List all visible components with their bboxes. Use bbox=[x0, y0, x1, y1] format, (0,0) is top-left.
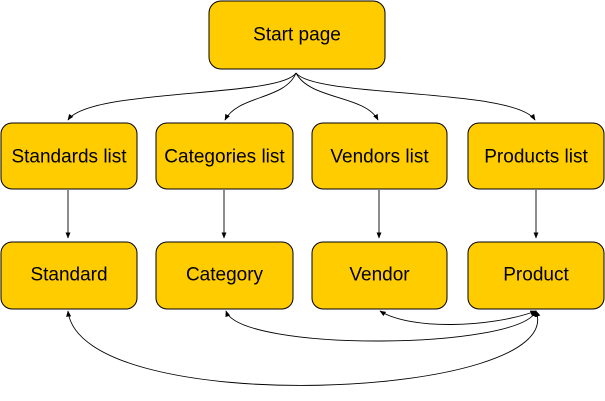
node-label: Vendors list bbox=[330, 147, 429, 168]
node-product: Product bbox=[467, 241, 605, 310]
edge-product-standard bbox=[66, 310, 541, 386]
node-standards-list: Standards list bbox=[0, 122, 138, 190]
node-start-page: Start page bbox=[208, 0, 386, 70]
node-category: Category bbox=[155, 241, 294, 310]
node-vendor: Vendor bbox=[311, 241, 448, 310]
edges bbox=[65, 72, 541, 386]
edge-product-category bbox=[225, 310, 537, 342]
node-vendors-list: Vendors list bbox=[311, 122, 448, 190]
node-label: Start page bbox=[253, 25, 341, 46]
node-label: Categories list bbox=[164, 147, 285, 168]
node-label: Standard bbox=[30, 265, 107, 286]
node-label: Category bbox=[186, 265, 264, 286]
edge-start-categories-list bbox=[224, 72, 297, 121]
node-label: Vendor bbox=[349, 265, 410, 286]
edge-start-standards-list bbox=[67, 72, 297, 121]
edge-product-vendor bbox=[379, 310, 537, 325]
node-products-list: Products list bbox=[467, 122, 605, 190]
node-label: Standards list bbox=[11, 147, 127, 168]
node-standard: Standard bbox=[0, 241, 138, 310]
node-label: Products list bbox=[484, 147, 588, 168]
node-categories-list: Categories list bbox=[155, 122, 294, 190]
node-label: Product bbox=[503, 265, 569, 286]
edge-start-products-list bbox=[295, 72, 536, 121]
edge-start-vendors-list bbox=[295, 72, 379, 121]
